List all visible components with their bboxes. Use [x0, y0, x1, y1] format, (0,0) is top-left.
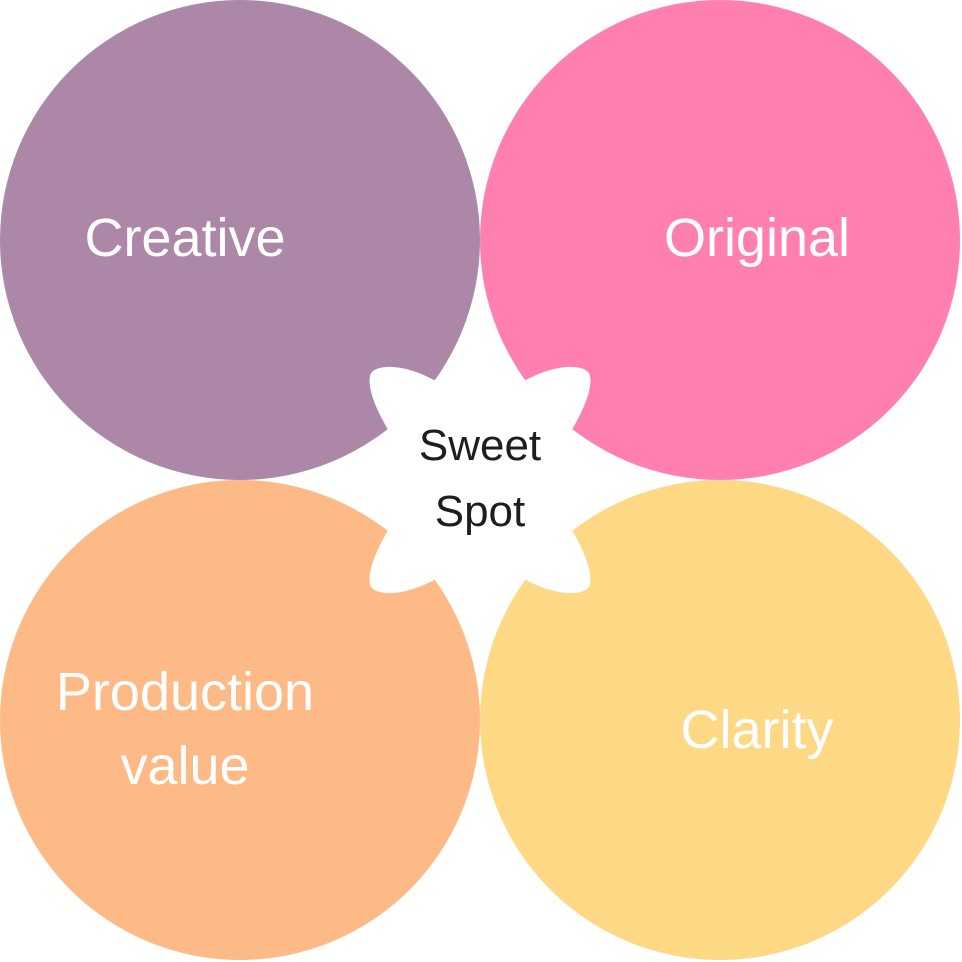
sweet-spot-shape: [369, 366, 591, 594]
label-creative: Creative: [84, 208, 285, 268]
circle-creative: [0, 0, 480, 480]
label-production-line1: Production: [56, 662, 314, 722]
circle-clarity: [480, 480, 960, 960]
label-production-line2: value: [120, 736, 249, 796]
label-clarity: Clarity: [680, 700, 833, 760]
circle-original: [480, 0, 960, 480]
circle-production: [0, 480, 480, 960]
center-label-line1: Sweet: [419, 421, 541, 470]
label-original: Original: [664, 208, 850, 268]
center-label-line2: Spot: [435, 487, 526, 536]
